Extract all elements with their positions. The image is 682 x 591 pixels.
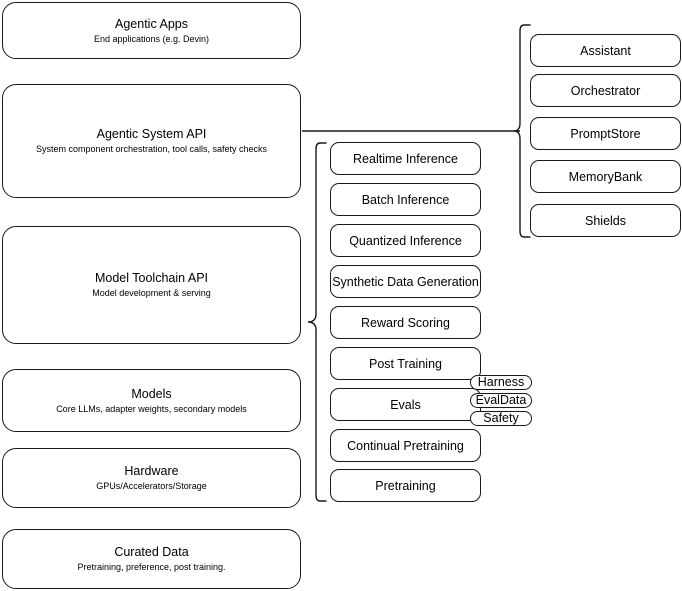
- evals-tag-label: Safety: [483, 411, 519, 426]
- item-label: Evals: [390, 397, 421, 412]
- toolchain-item-continual-pretraining[interactable]: Continual Pretraining: [330, 429, 481, 462]
- item-label: Synthetic Data Generation: [332, 274, 479, 289]
- item-label: Post Training: [369, 356, 442, 371]
- bracket-toolchain-items: [304, 138, 330, 512]
- layer-box-model-toolchain-api[interactable]: Model Toolchain API Model development & …: [2, 226, 301, 344]
- layer-title: Hardware: [124, 464, 179, 478]
- layer-title: Agentic Apps: [115, 16, 188, 31]
- layer-box-agentic-apps[interactable]: Agentic Apps End applications (e.g. Devi…: [2, 2, 301, 59]
- toolchain-item-batch-inference[interactable]: Batch Inference: [330, 183, 481, 216]
- item-label: MemoryBank: [568, 169, 643, 184]
- layer-subtitle: Model development & serving: [92, 288, 211, 298]
- toolchain-item-synthetic-data-generation[interactable]: Synthetic Data Generation: [330, 265, 481, 298]
- layer-subtitle: Core LLMs, adapter weights, secondary mo…: [56, 403, 247, 414]
- layer-title: Model Toolchain API: [94, 271, 209, 285]
- item-label: Shields: [585, 213, 626, 228]
- layer-subtitle: Pretraining, preference, post training.: [77, 562, 226, 572]
- system-item-promptstore[interactable]: PromptStore: [530, 117, 681, 150]
- toolchain-item-quantized-inference[interactable]: Quantized Inference: [330, 224, 481, 257]
- layer-subtitle: GPUs/Accelerators/Storage: [96, 481, 207, 491]
- item-label: Quantized Inference: [349, 233, 462, 248]
- item-label: Orchestrator: [570, 83, 641, 98]
- system-item-assistant[interactable]: Assistant: [530, 34, 681, 67]
- toolchain-item-evals[interactable]: Evals: [330, 388, 481, 421]
- layer-title: Curated Data: [114, 545, 189, 559]
- toolchain-item-realtime-inference[interactable]: Realtime Inference: [330, 142, 481, 175]
- evals-tag-label: EvalData: [475, 393, 527, 408]
- evals-tag-harness[interactable]: Harness: [470, 375, 532, 390]
- item-label: Assistant: [580, 43, 631, 58]
- layer-subtitle: System component orchestration, tool cal…: [35, 144, 268, 154]
- item-label: Realtime Inference: [353, 151, 458, 166]
- toolchain-item-reward-scoring[interactable]: Reward Scoring: [330, 306, 481, 339]
- bracket-system-components: [512, 20, 536, 242]
- system-item-orchestrator[interactable]: Orchestrator: [530, 74, 681, 107]
- layer-title: Agentic System API: [96, 127, 207, 141]
- layer-subtitle: End applications (e.g. Devin): [93, 33, 210, 44]
- toolchain-item-post-training[interactable]: Post Training: [330, 347, 481, 380]
- system-item-memorybank[interactable]: MemoryBank: [530, 160, 681, 193]
- evals-tag-label: Harness: [477, 375, 525, 390]
- item-label: PromptStore: [570, 126, 641, 141]
- layer-box-curated-data[interactable]: Curated Data Pretraining, preference, po…: [2, 529, 301, 589]
- item-label: Pretraining: [375, 478, 436, 493]
- layer-title: Models: [131, 386, 172, 401]
- system-item-shields[interactable]: Shields: [530, 204, 681, 237]
- layer-box-hardware[interactable]: Hardware GPUs/Accelerators/Storage: [2, 448, 301, 508]
- item-label: Batch Inference: [361, 192, 450, 207]
- item-label: Reward Scoring: [361, 315, 450, 330]
- layer-box-agentic-system-api[interactable]: Agentic System API System component orch…: [2, 84, 301, 198]
- toolchain-item-pretraining[interactable]: Pretraining: [330, 469, 481, 502]
- evals-tag-evaldata[interactable]: EvalData: [470, 393, 532, 408]
- layer-box-models[interactable]: Models Core LLMs, adapter weights, secon…: [2, 369, 301, 432]
- evals-tag-safety[interactable]: Safety: [470, 411, 532, 426]
- item-label: Continual Pretraining: [347, 438, 464, 453]
- connector-system-api-to-components: [300, 118, 526, 144]
